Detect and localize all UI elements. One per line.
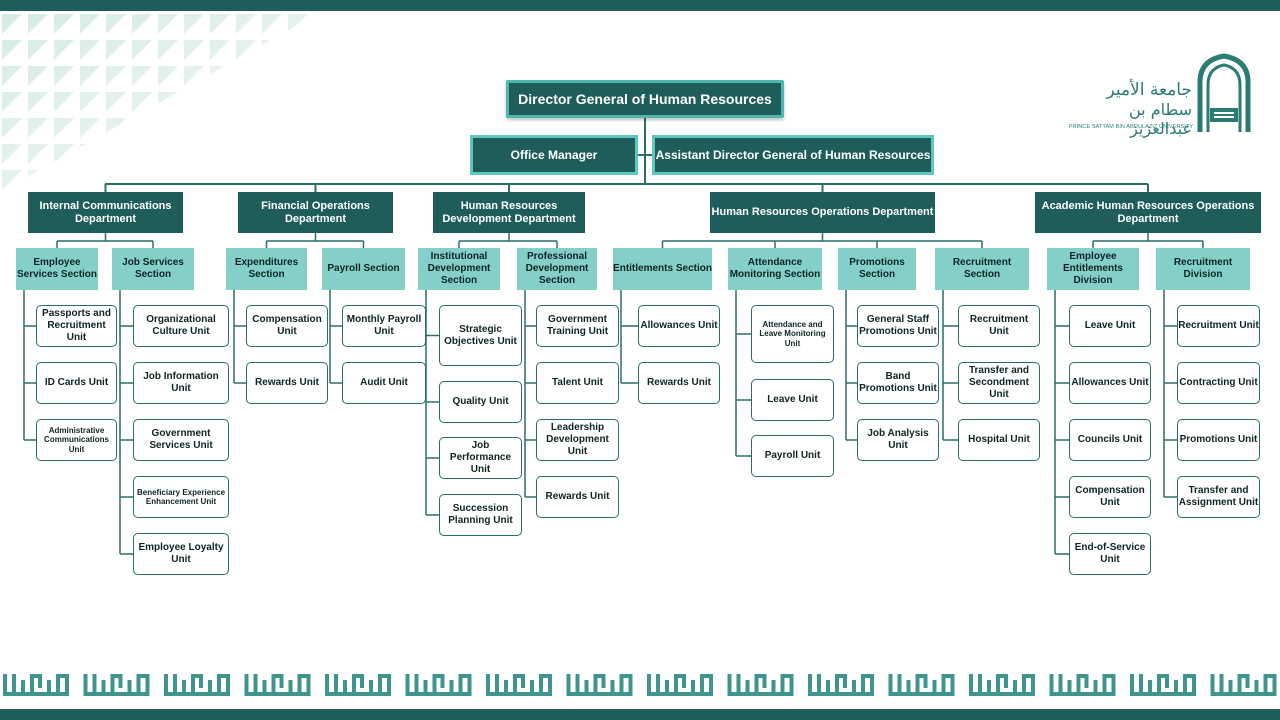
university-logo [1197,53,1251,132]
unit-organizational-culture-unit: Organizational Culture Unit [133,305,229,347]
unit-transfer-and-secondment-unit: Transfer and Secondment Unit [958,362,1040,404]
unit-recruitment-unit: Recruitment Unit [1177,305,1260,347]
unit-compensation-unit: Compensation Unit [1069,476,1151,518]
unit-government-services-unit: Government Services Unit [133,419,229,461]
department-academic-human-resources-operations-department: Academic Human Resources Operations Depa… [1035,192,1261,233]
decorative-logo-strip [3,674,1277,696]
unit-government-training-unit: Government Training Unit [536,305,619,347]
office-manager-box: Office Manager [470,135,638,175]
section-employee-entitlements-division: Employee Entitlements Division [1047,248,1139,290]
section-employee-services-section: Employee Services Section [16,248,98,290]
unit-monthly-payroll-unit: Monthly Payroll Unit [342,305,426,347]
unit-allowances-unit: Allowances Unit [1069,362,1151,404]
unit-beneficiary-experience-enhancement-unit: Beneficiary Experience Enhancement Unit [133,476,229,518]
section-entitlements-section: Entitlements Section [613,248,712,290]
unit-job-analysis-unit: Job Analysis Unit [857,419,939,461]
department-human-resources-development-department: Human Resources Development Department [433,192,585,233]
unit-contracting-unit: Contracting Unit [1177,362,1260,404]
logo-arabic-line1: جامعة الأمير [1106,80,1192,100]
unit-succession-planning-unit: Succession Planning Unit [439,494,522,536]
logo-english-name: PRINCE SATTAM BIN ABDULAZIZ UNIVERSITY [1068,124,1194,130]
section-payroll-section: Payroll Section [322,248,405,290]
unit-id-cards-unit: ID Cards Unit [36,362,117,404]
decorative-pattern [0,12,320,192]
unit-attendance-and-leave-monitoring-unit: Attendance and Leave Monitoring Unit [751,305,834,363]
unit-talent-unit: Talent Unit [536,362,619,404]
section-professional-development-section: Professional Development Section [517,248,597,290]
unit-payroll-unit: Payroll Unit [751,435,834,477]
unit-band-promotions-unit: Band Promotions Unit [857,362,939,404]
section-job-services-section: Job Services Section [112,248,194,290]
unit-leave-unit: Leave Unit [1069,305,1151,347]
unit-passports-and-recruitment-unit: Passports and Recruitment Unit [36,305,117,347]
director-general-box: Director General of Human Resources [506,80,784,118]
unit-job-performance-unit: Job Performance Unit [439,437,522,479]
unit-compensation-unit: Compensation Unit [246,305,328,347]
unit-job-information-unit: Job Information Unit [133,362,229,404]
unit-recruitment-unit: Recruitment Unit [958,305,1040,347]
unit-leadership-development-unit: Leadership Development Unit [536,419,619,461]
unit-end-of-service-unit: End-of-Service Unit [1069,533,1151,575]
section-recruitment-section: Recruitment Section [935,248,1029,290]
bottom-band [0,709,1280,720]
unit-administrative-communications-unit: Administrative Communications Unit [36,419,117,461]
unit-leave-unit: Leave Unit [751,379,834,421]
unit-councils-unit: Councils Unit [1069,419,1151,461]
unit-audit-unit: Audit Unit [342,362,426,404]
unit-rewards-unit: Rewards Unit [638,362,720,404]
unit-hospital-unit: Hospital Unit [958,419,1040,461]
section-expenditures-section: Expenditures Section [226,248,307,290]
top-band [0,0,1280,11]
unit-transfer-and-assignment-unit: Transfer and Assignment Unit [1177,476,1260,518]
unit-rewards-unit: Rewards Unit [536,476,619,518]
section-promotions-section: Promotions Section [838,248,916,290]
assistant-director-box: Assistant Director General of Human Reso… [652,135,934,175]
department-human-resources-operations-department: Human Resources Operations Department [710,192,935,233]
section-institutional-development-section: Institutional Development Section [418,248,500,290]
logo-arabic-line2: سطام بن عبدالعزيز [1128,100,1192,138]
section-attendance-monitoring-section: Attendance Monitoring Section [728,248,822,290]
unit-promotions-unit: Promotions Unit [1177,419,1260,461]
unit-strategic-objectives-unit: Strategic Objectives Unit [439,305,522,366]
unit-general-staff-promotions-unit: General Staff Promotions Unit [857,305,939,347]
department-financial-operations-department: Financial Operations Department [238,192,393,233]
department-internal-communications-department: Internal Communications Department [28,192,183,233]
unit-allowances-unit: Allowances Unit [638,305,720,347]
unit-rewards-unit: Rewards Unit [246,362,328,404]
unit-quality-unit: Quality Unit [439,381,522,423]
unit-employee-loyalty-unit: Employee Loyalty Unit [133,533,229,575]
section-recruitment-division: Recruitment Division [1156,248,1250,290]
